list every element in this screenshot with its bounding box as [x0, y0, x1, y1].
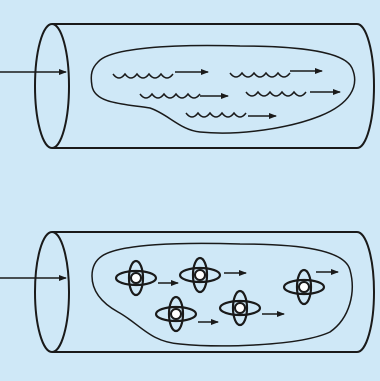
wave-group-1 — [112, 69, 209, 79]
vortex-5 — [218, 289, 285, 327]
wave-group-4 — [245, 89, 341, 97]
vortex-4 — [154, 295, 219, 333]
vortex-3 — [282, 268, 339, 306]
bottom-tube-opening — [34, 231, 70, 353]
vortex-1 — [114, 259, 179, 297]
vortex-2 — [178, 256, 247, 294]
top-tube-end — [356, 23, 375, 149]
top-flow-region — [90, 44, 356, 134]
bottom-tube-end — [356, 231, 375, 353]
top-tube-opening — [34, 23, 70, 149]
bottom-tube — [0, 231, 375, 353]
bottom-flow-region — [91, 242, 353, 347]
wave-group-3 — [139, 92, 229, 99]
wave-group-2 — [229, 68, 323, 78]
top-tube — [0, 23, 375, 149]
wave-group-5 — [185, 111, 277, 119]
